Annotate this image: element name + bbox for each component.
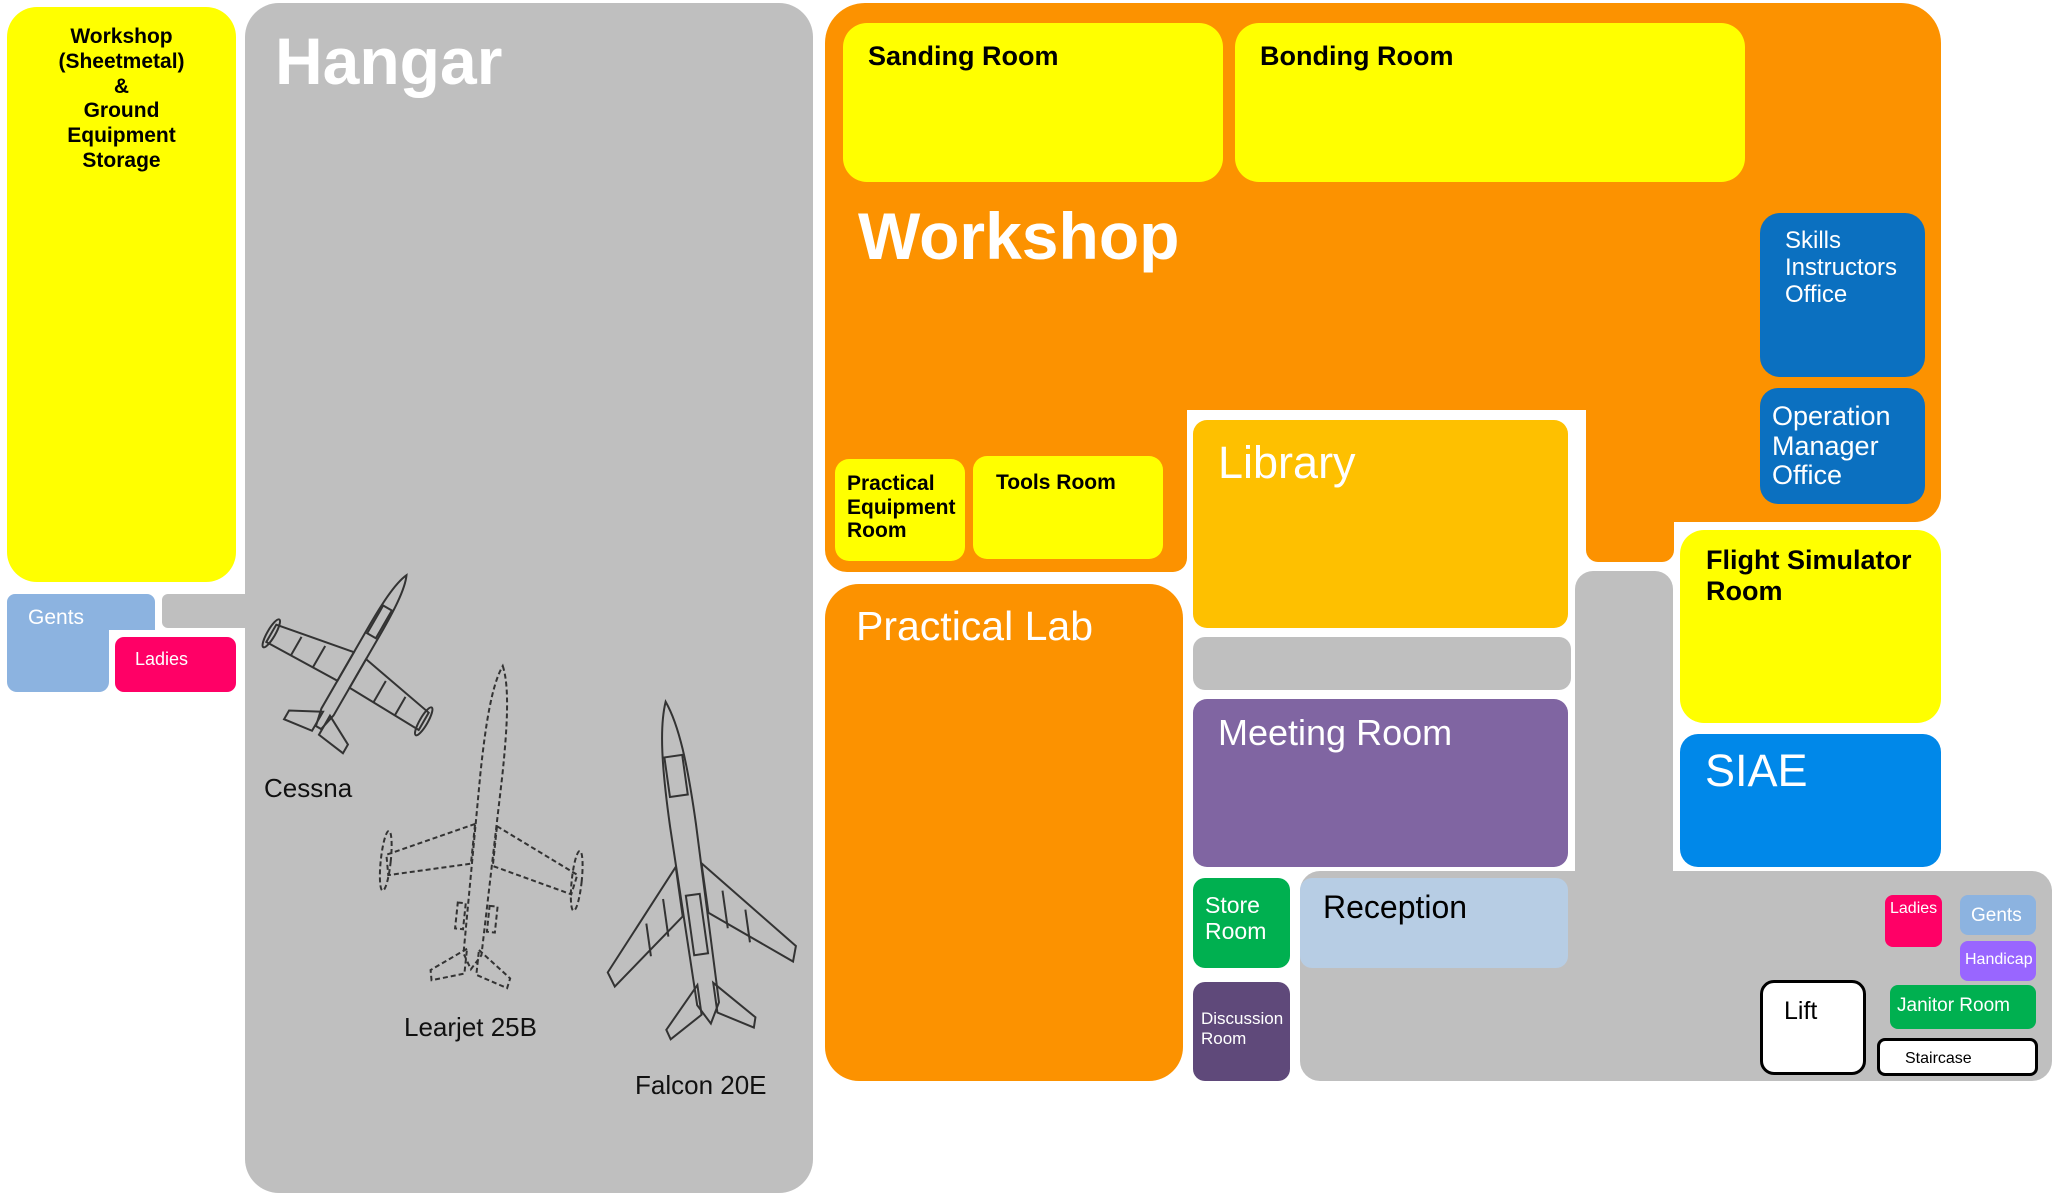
staircase[interactable]: Staircase [1877,1038,2038,1076]
aircraft-name: Learjet 25B [404,1012,537,1042]
store-room-label: Store Room [1205,892,1267,944]
sanding-room[interactable]: Sanding Room [843,23,1223,182]
gents-right[interactable]: Gents [1960,895,2036,935]
workshop-notch [1586,500,1674,562]
store-room[interactable]: Store Room [1193,878,1290,968]
bonding-room-label: Bonding Room [1260,41,1454,71]
lift[interactable]: Lift [1760,980,1866,1075]
meeting-room-label: Meeting Room [1218,712,1453,753]
jet-trainer-icon [261,573,434,755]
bonding-room[interactable]: Bonding Room [1235,23,1745,182]
business-jet-icon [378,663,584,990]
operation-manager-office[interactable]: Operation Manager Office [1760,388,1925,504]
aircraft-name: Cessna [264,773,353,803]
siae-label: SIAE [1705,745,1808,796]
siae[interactable]: SIAE [1680,734,1941,867]
tools-room-label: Tools Room [996,471,1116,494]
gents-right-label: Gents [1971,905,2022,926]
gents-left[interactable]: Gents [7,594,155,630]
flight-simulator-room[interactable]: Flight Simulator Room [1680,530,1941,723]
practical-lab[interactable]: Practical Lab [825,584,1183,1081]
operation-manager-office-label: Operation Manager Office [1772,401,1891,491]
practical-lab-label: Practical Lab [856,603,1094,649]
discussion-room[interactable]: Discussion Room [1193,982,1290,1081]
hangar-label: Hangar [275,24,503,98]
practical-equipment-room-label: Practical Equipment Room [847,472,956,543]
tools-room[interactable]: Tools Room [973,456,1163,559]
corridor-left [162,594,252,628]
reception-label: Reception [1323,889,1468,925]
gents-left-label: Gents [28,606,85,629]
library[interactable]: Library [1193,420,1568,628]
discussion-room-label: Discussion Room [1201,1009,1284,1049]
aircraft-name: Falcon 20E [635,1070,767,1100]
workshop-sheetmetal-label: Workshop (Sheetmetal) & Ground Equipment… [58,25,185,172]
janitor-room[interactable]: Janitor Room [1890,985,2036,1029]
ladies-left-label: Ladies [135,649,189,669]
janitor-room-label: Janitor Room [1897,995,2010,1016]
practical-equipment-room[interactable]: Practical Equipment Room [835,459,965,561]
skills-instructors-office-label: Skills Instructors Office [1785,227,1898,308]
skills-instructors-office[interactable]: Skills Instructors Office [1760,213,1925,377]
flight-simulator-room-label: Flight Simulator Room [1706,545,1912,607]
library-label: Library [1218,437,1356,488]
sanding-room-label: Sanding Room [868,41,1059,71]
swept-wing-jet-icon [606,699,797,1041]
lift-label: Lift [1784,997,1818,1025]
reception[interactable]: Reception [1300,878,1568,968]
workshop-label: Workshop [858,199,1180,273]
ladies-left[interactable]: Ladies [115,637,236,692]
staircase-label: Staircase [1905,1050,1972,1067]
ladies-right-label: Ladies [1890,900,1938,917]
handicap-label: Handicap [1965,951,2033,968]
gents-left-lower [7,628,109,692]
workshop-sheetmetal[interactable]: Workshop (Sheetmetal) & Ground Equipment… [7,7,236,582]
meeting-room[interactable]: Meeting Room [1193,699,1568,867]
handicap[interactable]: Handicap [1960,941,2036,981]
corridor-library [1193,637,1571,690]
ladies-right[interactable]: Ladies [1885,895,1942,947]
